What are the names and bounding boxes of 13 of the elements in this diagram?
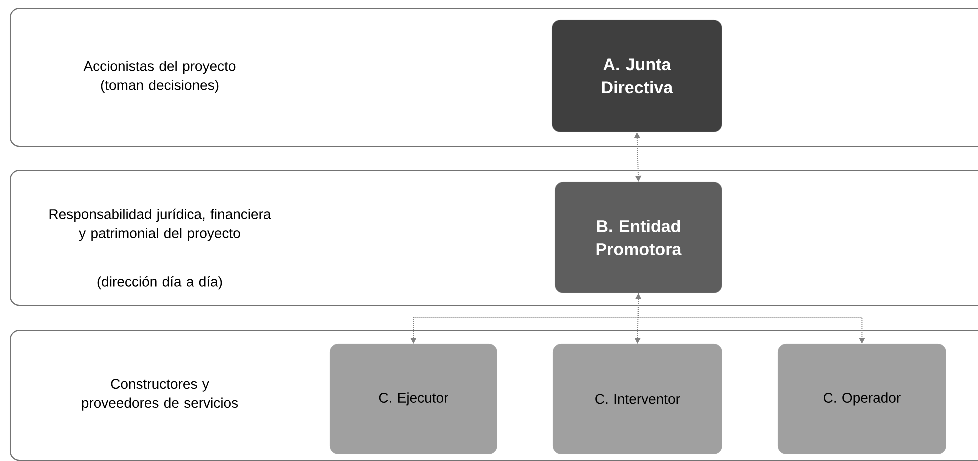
level-band [10,330,978,461]
band-text: Constructores y proveedores de servicios [82,379,238,411]
connector-trunk [638,292,640,318]
level-band [10,170,978,306]
role-box: A. Junta Directiva [552,20,722,132]
role-box: B. Entidad Promotora [555,182,722,294]
band-text: Responsabilidad jurídica, financiera y patrimonial del proyecto [50,208,272,242]
role-box: C. Ejecutor [330,344,498,454]
band-text: Accionistas del proyecto (toman decisiones) [84,60,236,94]
role-box: C. Operador [778,344,946,454]
role-box: C. Interventor [553,344,722,454]
band-text: (dirección día a día) [98,276,222,290]
level-band [10,8,978,148]
